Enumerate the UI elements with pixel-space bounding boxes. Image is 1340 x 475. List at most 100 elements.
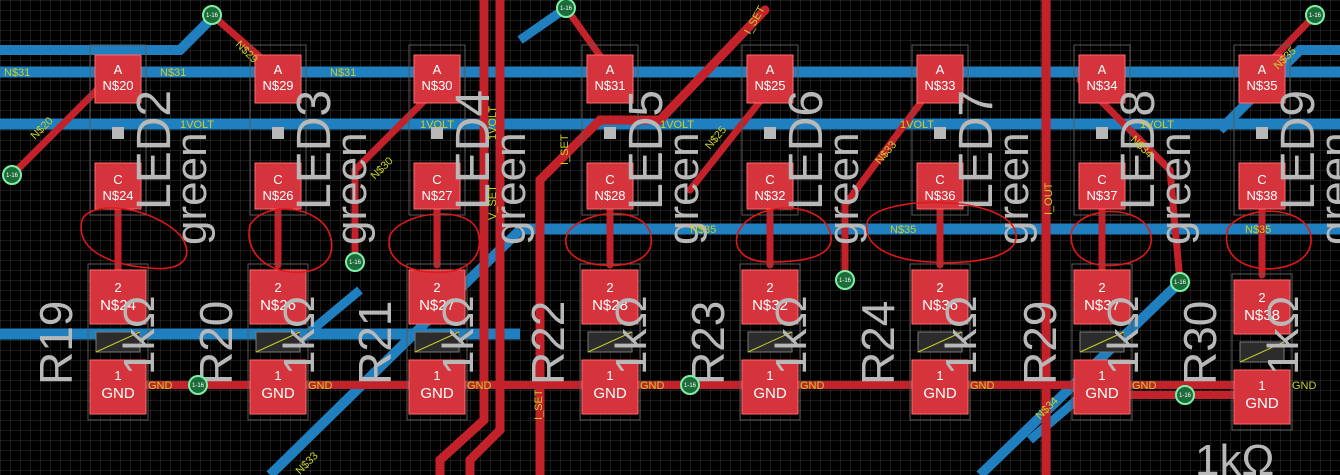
resistor-pad-1[interactable] <box>581 359 639 415</box>
resistor-pad-2[interactable] <box>1073 269 1131 325</box>
anode-pad[interactable] <box>916 54 964 104</box>
resistor-pad-letter: 1 <box>1258 378 1265 393</box>
via-pad[interactable] <box>556 0 576 18</box>
via-pad[interactable] <box>835 270 855 290</box>
led-name-label: LED9 <box>1272 90 1325 210</box>
ground-label: GND <box>800 380 825 392</box>
cathode-pad[interactable] <box>1078 162 1126 210</box>
via-pad[interactable] <box>1305 5 1325 25</box>
resistor-outline <box>247 263 309 421</box>
cathode-pad[interactable] <box>746 162 794 210</box>
cathode-pad-letter: C <box>273 172 282 187</box>
cathode-pad[interactable] <box>413 162 461 210</box>
signal-label: N$31 <box>330 67 356 79</box>
resistor-hatch <box>917 331 963 353</box>
via-pad[interactable] <box>2 165 22 185</box>
resistor-pad-1[interactable] <box>249 359 307 415</box>
resistor-pad-2[interactable] <box>741 269 799 325</box>
via-pad[interactable] <box>345 252 365 272</box>
anode-pad-net: N$20 <box>102 78 133 93</box>
anode-pad[interactable] <box>1078 54 1126 104</box>
resistor-pad-letter: 1 <box>274 368 281 383</box>
resistor-pad-2[interactable] <box>249 269 307 325</box>
via-label: 1-16 <box>560 6 573 12</box>
anode-pad[interactable] <box>746 54 794 104</box>
led-name-label: LED5 <box>620 90 673 210</box>
via-label: 1-16 <box>1174 280 1187 286</box>
cathode-pad[interactable] <box>916 162 964 210</box>
anode-pad[interactable] <box>94 54 142 104</box>
resistor-pad-2[interactable] <box>408 269 466 325</box>
resistor-pad-1[interactable] <box>911 359 969 415</box>
anode-pad[interactable] <box>413 54 461 104</box>
ground-label: GND <box>308 380 333 392</box>
resistor-pad-letter: 2 <box>606 280 613 295</box>
anode-pad[interactable] <box>586 54 634 104</box>
resistor-pad-1[interactable] <box>89 359 147 415</box>
via-pad[interactable] <box>202 5 222 25</box>
annotation-circle <box>735 207 832 263</box>
anode-pad[interactable] <box>1238 54 1286 104</box>
resistor-value-label: 1kΩ <box>937 296 986 375</box>
signal-label: N$35 <box>890 224 916 236</box>
resistor-outline <box>909 263 971 421</box>
resistor-pad-net: N$32 <box>752 297 788 314</box>
resistor-pad-letter: 2 <box>936 280 943 295</box>
resistor-outline <box>87 263 149 421</box>
resistor-pad-2[interactable] <box>581 269 639 325</box>
resistor-name-label: R23 <box>682 301 734 385</box>
resistor-pad-2[interactable] <box>89 269 147 325</box>
cathode-pad[interactable] <box>1238 162 1286 210</box>
resistor-pad-2[interactable] <box>1233 279 1291 335</box>
resistor-pad-2[interactable] <box>911 269 969 325</box>
resistor-name-label: R22 <box>522 301 574 385</box>
led-color-label: green <box>486 132 535 245</box>
resistor-pad-1[interactable] <box>741 359 799 415</box>
resistor-outline <box>739 263 801 421</box>
cathode-pad-net: N$37 <box>1086 188 1117 203</box>
via-label: 1-16 <box>684 383 697 389</box>
resistor-hatch <box>587 331 633 353</box>
via-label: 1-16 <box>1309 13 1322 19</box>
cathode-pad[interactable] <box>94 162 142 210</box>
resistor-pad-net: N$38 <box>1244 307 1280 324</box>
via-label: 1-16 <box>349 260 362 266</box>
resistor-pad-1[interactable] <box>1233 369 1291 425</box>
cathode-pad[interactable] <box>586 162 634 210</box>
via-pad[interactable] <box>1175 385 1195 405</box>
via-pad[interactable] <box>1170 272 1190 292</box>
signal-label: V_SET <box>487 185 499 220</box>
via-label: 1-16 <box>192 383 205 389</box>
ground-label: GND <box>640 380 665 392</box>
anode-pad-letter: A <box>766 62 775 77</box>
resistor-pad-1[interactable] <box>408 359 466 415</box>
cathode-pad-net: N$24 <box>102 188 133 203</box>
via-pad[interactable] <box>680 375 700 395</box>
via-pad[interactable] <box>188 375 208 395</box>
signal-label: 1VOLT <box>487 106 499 140</box>
resistor-pad-1[interactable] <box>1073 359 1131 415</box>
signal-label: 1VOLT <box>420 119 454 131</box>
resistor-hatch <box>414 331 460 353</box>
anode-pad[interactable] <box>254 54 302 104</box>
cathode-pad-net: N$38 <box>1246 188 1277 203</box>
ground-label: GND <box>970 380 995 392</box>
